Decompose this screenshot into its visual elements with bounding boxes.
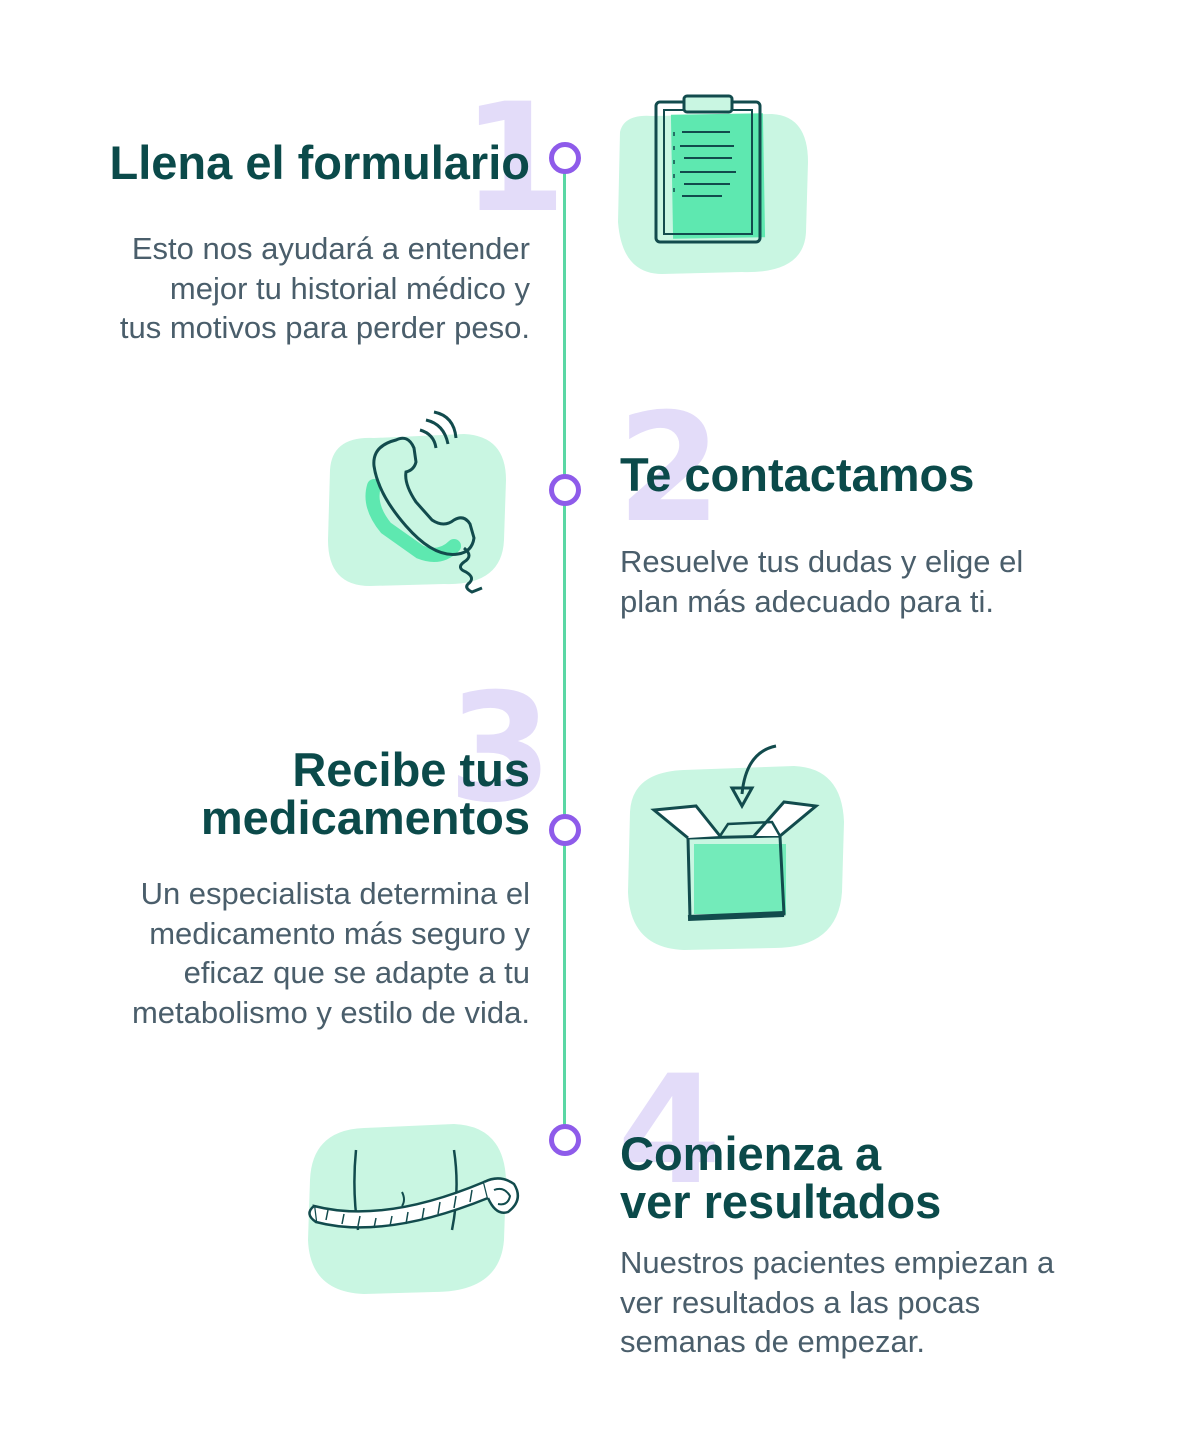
step-1-description: Esto nos ayudará a entender mejor tu his… — [119, 231, 530, 345]
timeline-line — [563, 158, 566, 1140]
step-3-number: 3 — [448, 662, 553, 836]
clipboard-icon — [612, 92, 812, 282]
measuring-tape-icon — [304, 1120, 526, 1300]
timeline-dot-4 — [549, 1124, 581, 1156]
step-2-title: Te contactamos — [620, 448, 975, 501]
step-1-number: 1 — [462, 72, 567, 246]
phone-icon — [324, 410, 514, 595]
step-4-title: Comienza a ver resultados — [620, 1127, 942, 1228]
timeline-dot-3 — [549, 814, 581, 846]
step-3-description: Un especialista determina el medicamento… — [131, 876, 530, 1030]
step-2-description: Resuelve tus dudas y elige el plan más a… — [620, 544, 1024, 619]
step-1-title: Llena el formulario — [109, 136, 530, 189]
timeline-dot-2 — [549, 474, 581, 506]
step-3-title: Recibe tus medicamentos — [200, 743, 530, 844]
step-4-number: 4 — [617, 1044, 722, 1218]
timeline-dot-1 — [549, 142, 581, 174]
step-4-description: Nuestros pacientes empiezan a ver result… — [620, 1245, 1055, 1359]
open-box-icon — [624, 742, 854, 957]
step-2-number: 2 — [617, 382, 722, 556]
